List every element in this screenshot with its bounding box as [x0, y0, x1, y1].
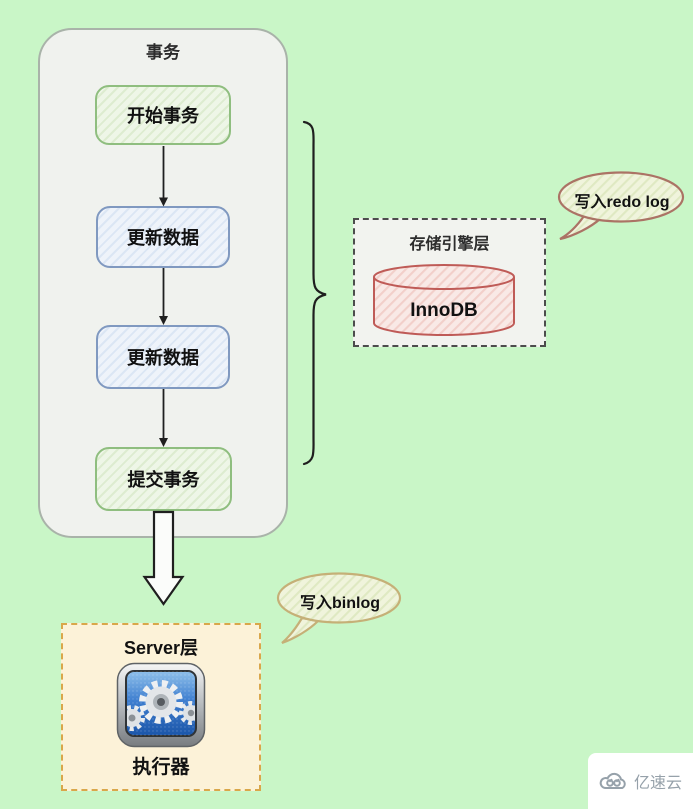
flow-node-label: 更新数据 — [127, 348, 199, 368]
watermark-brand: 亿速云 — [633, 775, 682, 792]
cloud-logo-icon — [599, 772, 626, 789]
storage-engine-panel: 存储引擎层 InnoDB — [353, 218, 546, 347]
flow-node-label: 提交事务 — [127, 470, 200, 490]
storage-engine-title: 存储引擎层 — [409, 236, 490, 253]
innodb-cylinder-icon — [373, 264, 515, 336]
gear-left — [127, 705, 145, 731]
server-layer-panel: Server层 — [61, 623, 261, 791]
flow-node-update-data-2: 更新数据 — [96, 325, 230, 389]
flow-node-label: 更新数据 — [127, 228, 199, 248]
redo-log-callout: 写入redo log — [551, 166, 693, 250]
curly-brace — [302, 120, 327, 466]
flow-node-begin-transaction: 开始事务 — [95, 85, 231, 145]
flow-node-commit-transaction: 提交事务 — [95, 447, 232, 511]
speech-bubble-icon — [276, 572, 402, 645]
transaction-group-label: 事务 — [146, 43, 180, 62]
redo-log-callout-text: 写入redo log — [574, 194, 670, 211]
flow-node-update-data-1: 更新数据 — [96, 206, 230, 268]
gears-app-icon — [116, 662, 206, 748]
binlog-callout-text: 写入binlog — [300, 595, 380, 612]
flow-node-label: 开始事务 — [127, 106, 199, 126]
innodb-label: InnoDB — [410, 300, 478, 321]
executor-label: 执行器 — [132, 757, 190, 778]
gear-center — [139, 680, 183, 724]
gear-right — [179, 701, 195, 725]
watermark-badge: 亿速云 — [588, 753, 693, 809]
server-layer-title: Server层 — [123, 638, 199, 658]
speech-bubble-icon — [557, 171, 685, 241]
binlog-callout: 写入binlog — [272, 568, 408, 654]
